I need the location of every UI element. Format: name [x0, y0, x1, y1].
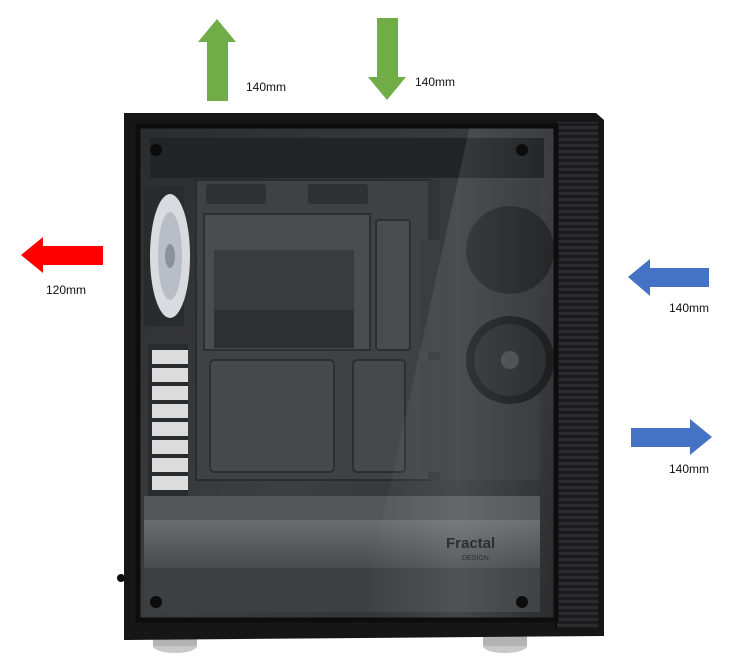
case-feet: [153, 636, 527, 653]
brand-logo: Fractal: [446, 535, 495, 552]
brand-logo-sub: DESIGN: [462, 555, 489, 562]
rear-exhaust-label: 120mm: [46, 283, 87, 297]
front-mesh-panel: [556, 122, 598, 628]
pcie-slot-covers: [148, 344, 188, 500]
front-intake-upper-label: 140mm: [669, 301, 710, 315]
top-intake-label: 140mm: [415, 75, 456, 89]
rear-exhaust-arrow: [21, 237, 103, 273]
front-intake-lower-label: 140mm: [669, 462, 710, 476]
top-exhaust-arrow: [198, 19, 236, 101]
front-intake-upper-arrow: [628, 259, 709, 296]
front-intake-lower-arrow: [631, 419, 712, 455]
top-intake-arrow: [368, 18, 406, 100]
glass-side-panel: [117, 123, 559, 623]
top-exhaust-label: 140mm: [246, 80, 287, 94]
